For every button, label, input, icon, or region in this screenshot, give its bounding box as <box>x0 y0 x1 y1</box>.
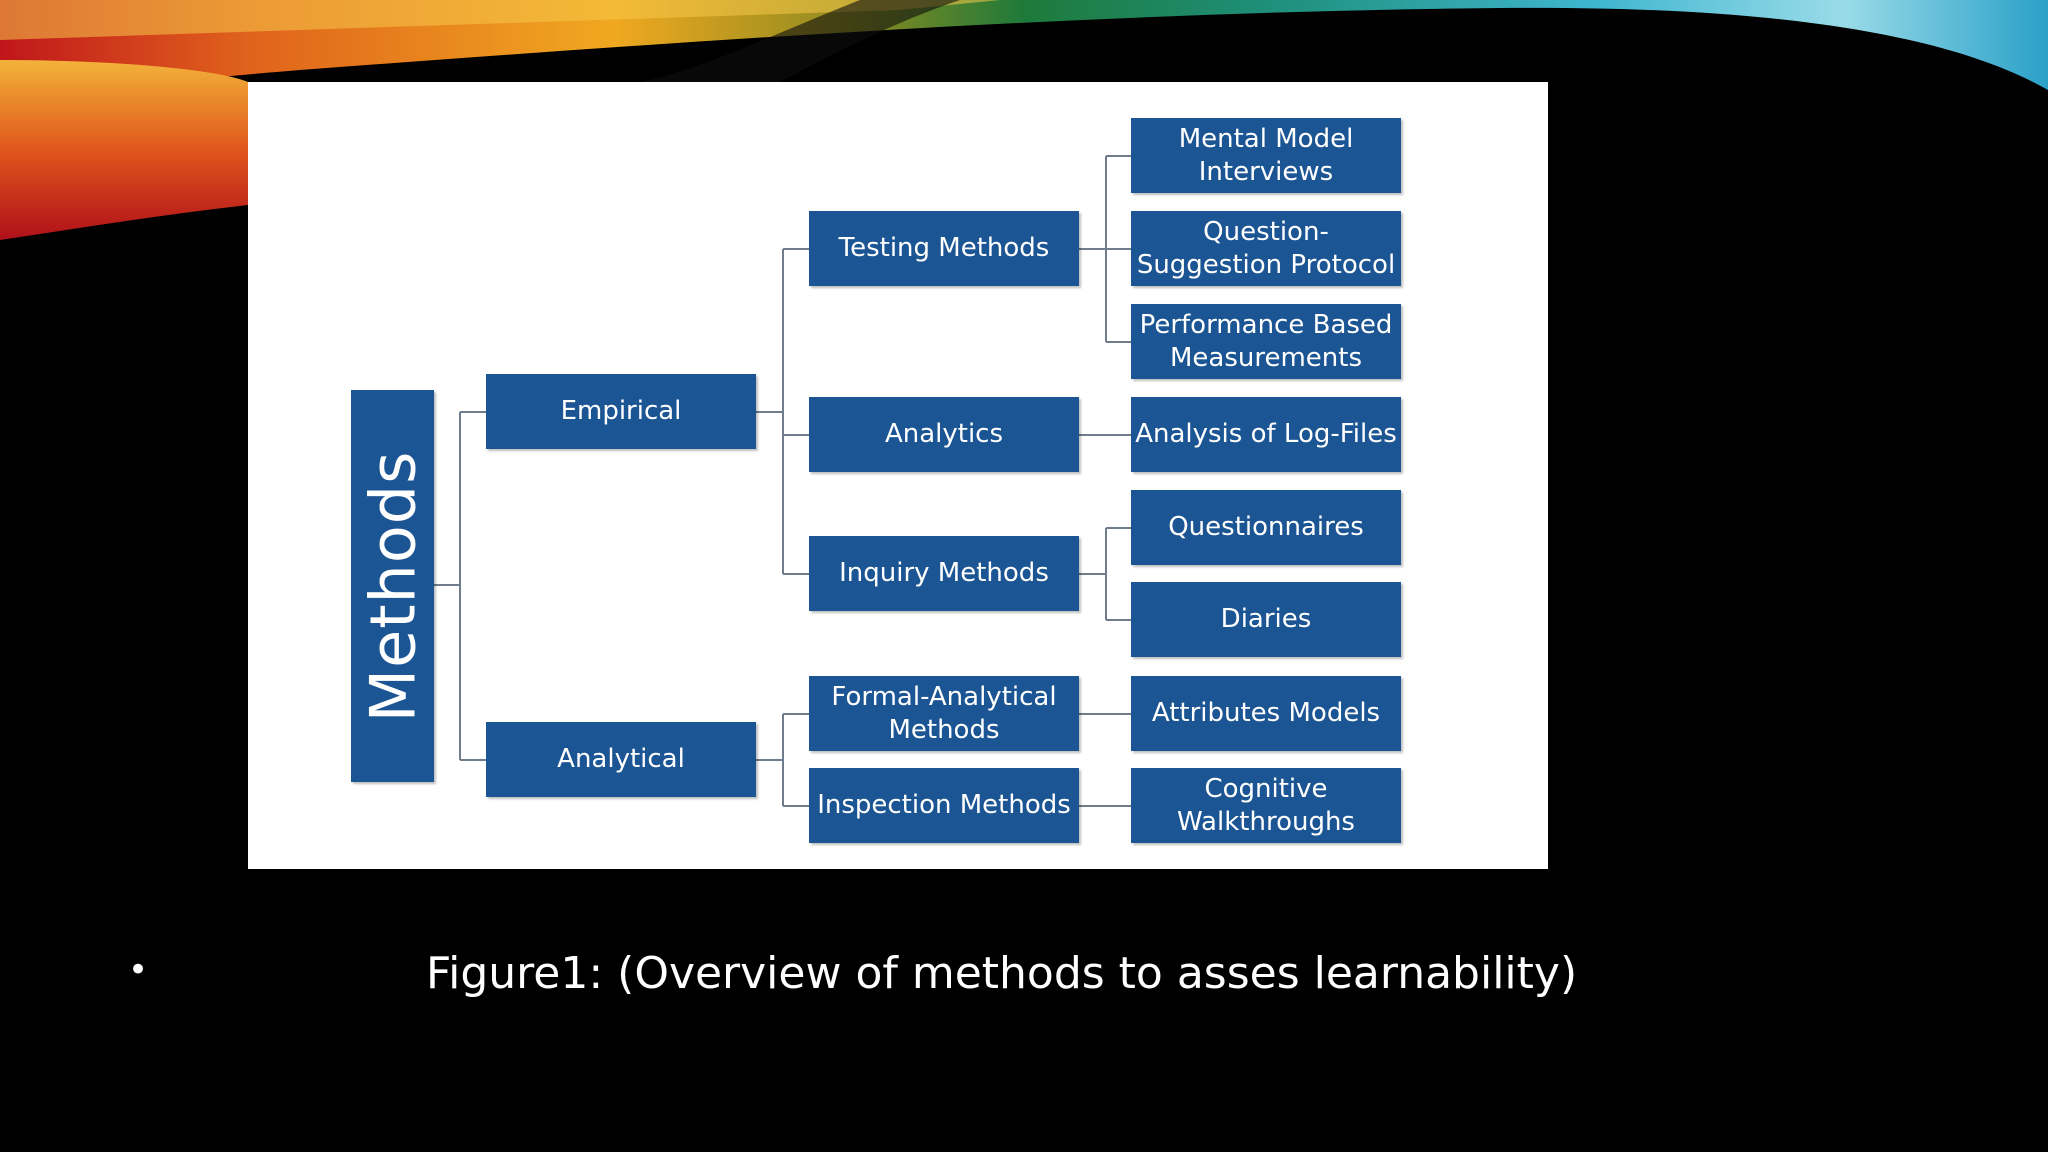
caption-row: • Figure1: (Overview of methods to asses… <box>0 942 2048 1012</box>
analysis-of-log-files-node: Analysis of Log-Files <box>1131 397 1401 472</box>
attributes-models-node: Attributes Models <box>1131 676 1401 751</box>
diaries-node: Diaries <box>1131 582 1401 657</box>
cognitive-walkthroughs-node: Cognitive Walkthroughs <box>1131 768 1401 843</box>
inquiry-methods-node: Inquiry Methods <box>809 536 1079 611</box>
performance-based-measurements-node: Performance Based Measurements <box>1131 304 1401 379</box>
questionnaires-node: Questionnaires <box>1131 490 1401 565</box>
analytical-node: Analytical <box>486 722 756 797</box>
bullet: • <box>128 950 149 990</box>
tree-connectors <box>432 155 1131 807</box>
methods-root-node: Methods <box>351 390 434 782</box>
figure-frame: Methods Empirical Analytical Testing Met… <box>248 82 1548 869</box>
formal-analytical-methods-node: Formal-Analytical Methods <box>809 676 1079 751</box>
question-suggestion-protocol-node: Question- Suggestion Protocol <box>1131 211 1401 286</box>
inspection-methods-node: Inspection Methods <box>809 768 1079 843</box>
empirical-node: Empirical <box>486 374 756 449</box>
figure-caption: Figure1: (Overview of methods to asses l… <box>426 948 1578 999</box>
mental-model-interviews-node: Mental Model Interviews <box>1131 118 1401 193</box>
testing-methods-node: Testing Methods <box>809 211 1079 286</box>
methods-root-label: Methods <box>356 450 429 722</box>
analytics-node: Analytics <box>809 397 1079 472</box>
decorative-ribbon <box>0 0 2048 240</box>
